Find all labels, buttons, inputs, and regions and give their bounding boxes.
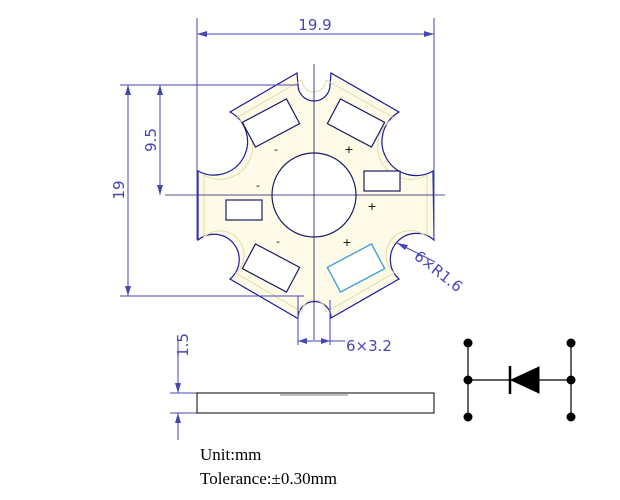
tolerance-note: Tolerance:±0.30mm: [200, 469, 337, 488]
board-inner-trace: [203, 79, 428, 313]
unit-note: Unit:mm: [200, 445, 261, 464]
polarity-bottom-left: -: [276, 235, 280, 248]
pad-bottom-left: [241, 243, 301, 293]
polarity-bottom-right: +: [342, 236, 351, 249]
pad-left: [225, 199, 263, 221]
dim-half-height-label: 9.5: [142, 128, 160, 152]
polarity-top-right: +: [344, 143, 353, 156]
polarity-left: -: [256, 179, 260, 192]
pad-right: [363, 170, 401, 192]
dim-height-label: 19: [110, 180, 128, 199]
pad-top-left: [241, 98, 301, 148]
star-board: - + - + - +: [165, 64, 445, 340]
dim-width-label: 19.9: [298, 16, 331, 34]
dimension-lines: [120, 18, 436, 440]
dim-slot-width-label: 6×3.2: [346, 337, 392, 355]
polarity-right: +: [367, 200, 376, 213]
board-side-view: [196, 392, 435, 414]
pad-bottom-right: [326, 242, 386, 294]
dim-corner-radius-label: 6×R1.6: [411, 247, 467, 296]
diode-schematic-icon: [463, 338, 576, 422]
pad-top-right: [326, 98, 386, 148]
polarity-top-left: -: [274, 143, 278, 156]
dimension-arrows: [125, 31, 434, 423]
dim-thickness-label: 1.5: [174, 333, 192, 357]
